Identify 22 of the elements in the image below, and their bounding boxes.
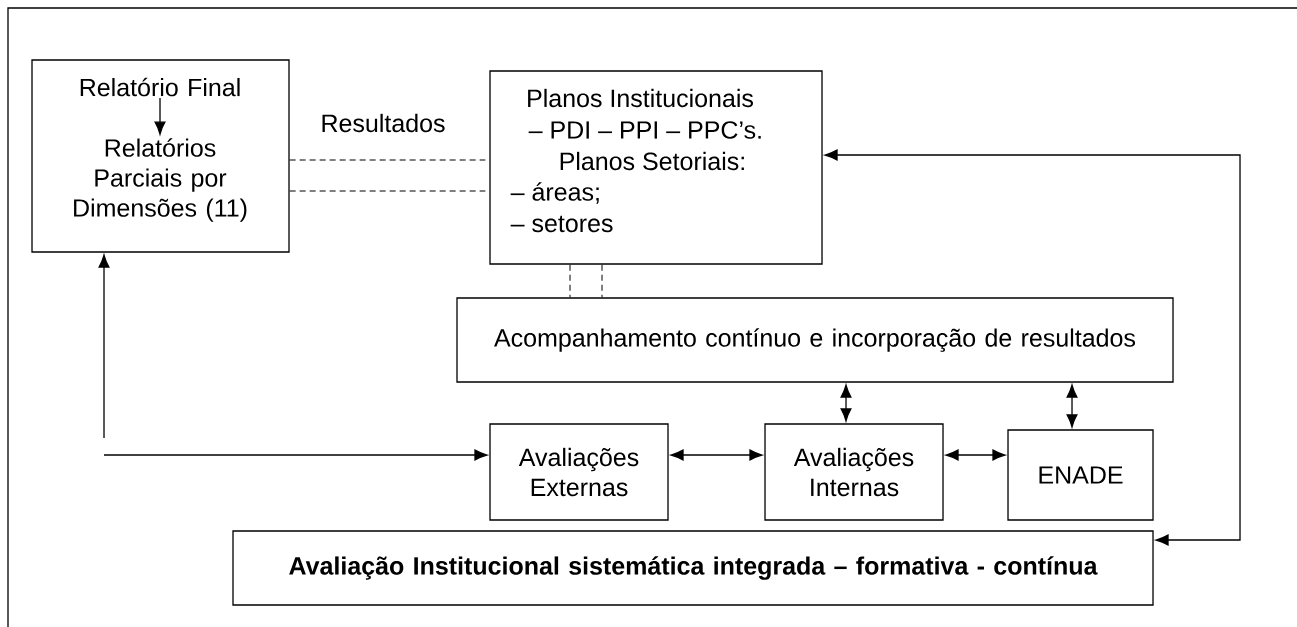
dashed-line [289,159,486,161]
process-box: Avaliações Internas [764,423,944,521]
dashed-line [569,264,571,298]
process-box: ENADE [1007,429,1154,521]
arrow [154,97,166,135]
text-label: Relatório Final [80,77,240,97]
arrow [824,149,1241,546]
arrow [670,449,763,461]
arrow [103,449,488,461]
process-box: Avaliação Institucional sistemática integrada – formativa - contínua [232,530,1154,606]
process-box: Acompanhamento contínuo e incorporação de resultados [456,297,1174,383]
dashed-line [289,190,486,192]
dashed-line [601,264,603,298]
arrow [1066,384,1078,428]
arrow [98,254,110,439]
text-label: Relatórios Parciais por Dimensões (11) [74,138,247,222]
edge-label: Resultados [319,112,447,134]
arrow [945,449,1006,461]
frame-box [31,59,290,253]
arrow [840,384,852,422]
process-box: Avaliações Externas [489,423,669,521]
text-box: Planos Institucionais – PDI – PPI – PPC’s. Planos Setoriais: – áreas; – setores [489,70,823,265]
